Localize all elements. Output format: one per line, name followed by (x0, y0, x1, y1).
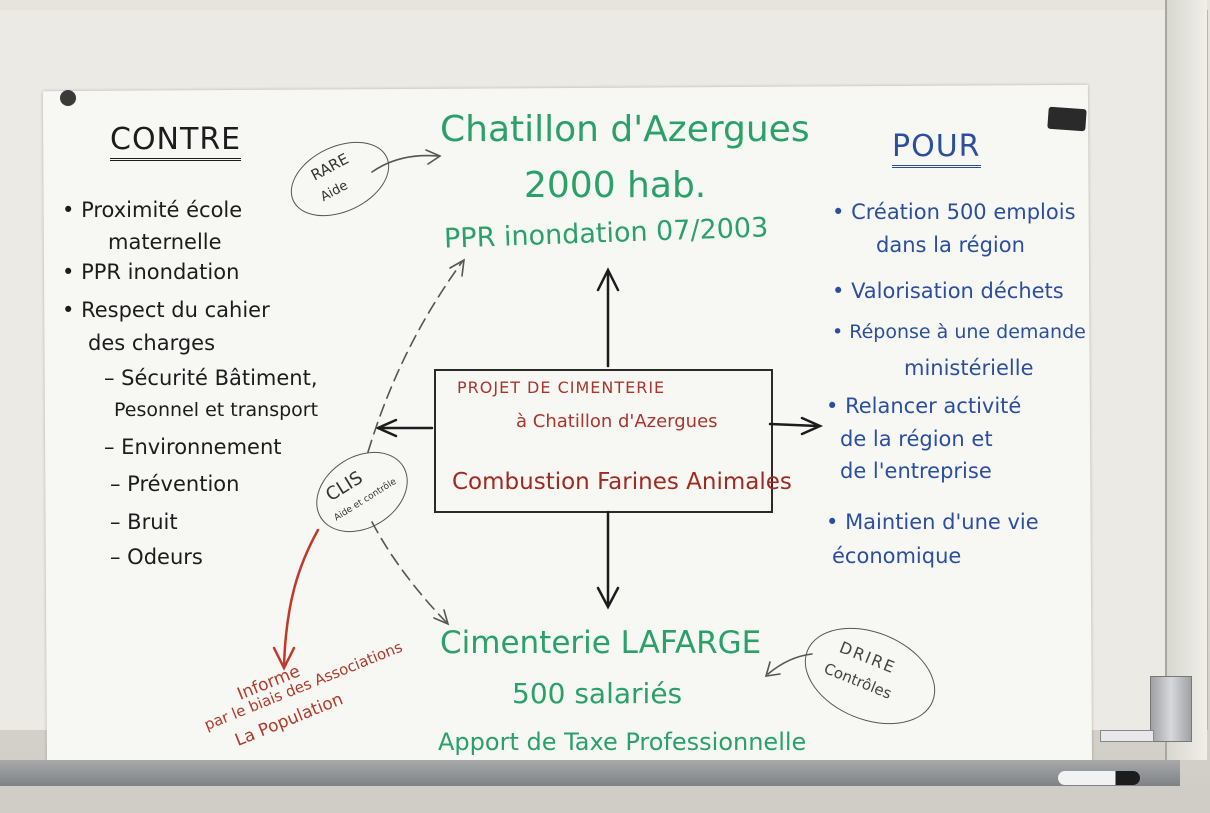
project-combustion: Combustion Farines Animales (452, 469, 792, 495)
hinge (1150, 676, 1192, 742)
pour-item: Réponse à une demande (832, 323, 1086, 342)
contre-item: – Odeurs (110, 545, 203, 569)
pour-item: Relancer activité (826, 396, 1021, 417)
contre-item: Proximité école (62, 200, 242, 221)
contre-heading: CONTRE (110, 125, 242, 161)
drire-to-lafarge-head (764, 661, 781, 677)
project-location: à Chatillon d'Azergues (516, 411, 718, 432)
clis-to-lafarge-arrow (371, 521, 447, 623)
arrow-right (768, 422, 820, 428)
contre-item: – Sécurité Bâtiment, (104, 366, 318, 390)
label-sticker (1100, 730, 1154, 742)
clis-to-population-arrow (282, 528, 320, 668)
pour-item: de l'entreprise (840, 459, 992, 483)
contre-item: des charges (88, 331, 216, 355)
town-population: 2000 hab. (524, 165, 707, 206)
arrow-right-head (800, 416, 824, 436)
floor-strip (0, 786, 1210, 813)
pour-item: Valorisation déchets (832, 281, 1064, 302)
rare-to-town-arrow (371, 154, 439, 173)
drire-to-lafarge-arrow (767, 653, 813, 675)
pour-item: économique (832, 544, 962, 568)
pour-item: ministérielle (904, 356, 1034, 380)
contre-item: – Prévention (110, 472, 240, 496)
contre-item: – Bruit (110, 510, 178, 534)
clis-to-town-head (449, 258, 465, 277)
arrow-left-head (374, 418, 398, 438)
project-box (434, 369, 773, 513)
clis-to-population-head (272, 646, 296, 671)
arrow-down-head (596, 586, 620, 610)
contre-item: maternelle (108, 230, 222, 254)
pour-item: Création 500 emplois (832, 202, 1075, 223)
pour-item: de la région et (840, 427, 993, 451)
contre-item: Respect du cahier (62, 300, 270, 321)
whiteboard-marker (1058, 771, 1140, 785)
frame-right-edge (1165, 0, 1207, 760)
arrow-up-head (596, 267, 620, 292)
pour-heading: POUR (892, 132, 981, 168)
town-name: Chatillon d'Azergues (440, 109, 810, 150)
pour-item: Maintien d'une vie (826, 512, 1039, 533)
lafarge-employees: 500 salariés (512, 677, 683, 710)
contre-item: – Environnement (104, 435, 282, 459)
clis-to-lafarge-head (433, 609, 450, 626)
marker-tray (0, 760, 1180, 786)
lafarge-tax: Apport de Taxe Professionnelle (438, 728, 807, 756)
contre-item: Pesonnel et transport (114, 399, 319, 421)
project-title: PROJET DE CIMENTERIE (457, 378, 666, 397)
clis-to-town-arrow (367, 261, 463, 453)
contre-item: PPR inondation (62, 262, 239, 283)
pushpin (60, 90, 76, 106)
rare-to-town-head (425, 149, 442, 165)
lafarge-title: Cimenterie LAFARGE (440, 625, 762, 661)
pour-item: dans la région (876, 233, 1025, 257)
